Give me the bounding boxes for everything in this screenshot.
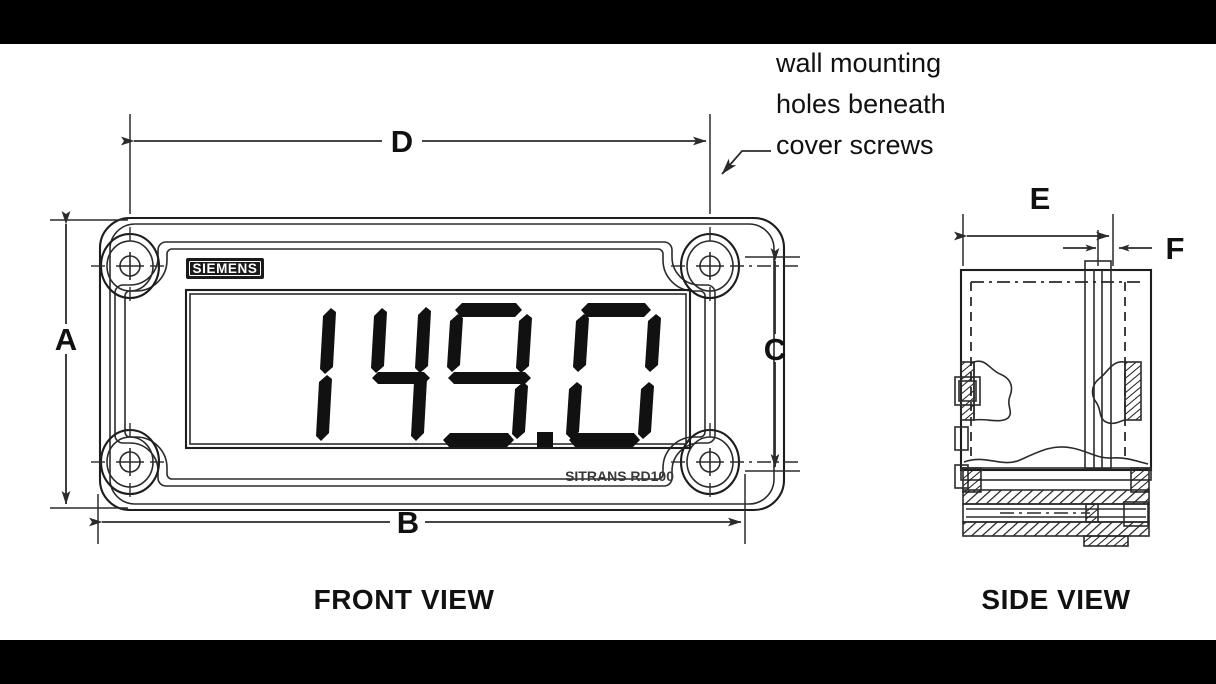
front-view-label: FRONT VIEW — [314, 584, 495, 615]
lcd-digit-0 — [566, 303, 661, 447]
model-label: SITRANS RD100 — [565, 468, 674, 484]
lcd-window — [184, 288, 692, 450]
technical-drawing: SIEMENS — [50, 48, 1184, 615]
wall-mounting-callout-text: wall mounting holes beneath cover screws — [775, 48, 946, 160]
drawing-canvas: SIEMENS — [0, 44, 1216, 640]
dimension-A-label: A — [55, 322, 77, 357]
dimension-D: D — [121, 114, 711, 214]
side-thread-band-lower — [963, 522, 1149, 536]
side-right-gland — [1091, 361, 1142, 425]
dimension-B: B — [89, 474, 746, 544]
side-cover-post — [1084, 260, 1112, 470]
letterbox-top-bar — [0, 0, 1216, 44]
lcd-digit-1 — [316, 308, 336, 441]
cover-screw-bottom-right — [671, 423, 800, 502]
side-left-gland — [954, 360, 1013, 422]
lcd-digit-9 — [443, 303, 532, 447]
dimension-C: C — [745, 248, 800, 472]
side-view-label: SIDE VIEW — [981, 584, 1130, 615]
letterbox-bottom-bar — [0, 640, 1216, 684]
side-thread-band-upper — [963, 490, 1149, 504]
callout-line-1: wall mounting — [775, 48, 941, 78]
side-view-group — [954, 260, 1153, 547]
wall-mounting-callout-leader — [721, 150, 771, 175]
callout-line-2: holes beneath — [776, 89, 946, 119]
siemens-logo: SIEMENS — [186, 258, 264, 279]
cover-screw-bottom-left — [91, 423, 169, 502]
side-mount-tab-mid — [954, 426, 969, 451]
dimension-A: A — [50, 211, 128, 509]
lcd-readout — [316, 303, 661, 447]
siemens-logo-text: SIEMENS — [193, 261, 258, 276]
dimension-B-label: B — [397, 505, 419, 540]
dimension-F: F — [1063, 230, 1184, 266]
dimension-C-label: C — [764, 332, 786, 367]
callout-line-3: cover screws — [776, 130, 934, 160]
lcd-digit-4 — [371, 307, 431, 441]
dimension-F-label: F — [1166, 231, 1185, 266]
side-break-line — [963, 446, 1149, 465]
dimension-E: E — [954, 181, 1114, 266]
front-view-group: SIEMENS — [91, 216, 800, 512]
cover-screw-top-left — [91, 227, 169, 306]
cover-screw-top-right — [671, 227, 800, 306]
lcd-decimal-point — [537, 432, 553, 447]
dimension-E-label: E — [1030, 181, 1051, 216]
side-lower-assembly — [960, 467, 1152, 547]
dimension-D-label: D — [391, 124, 413, 159]
